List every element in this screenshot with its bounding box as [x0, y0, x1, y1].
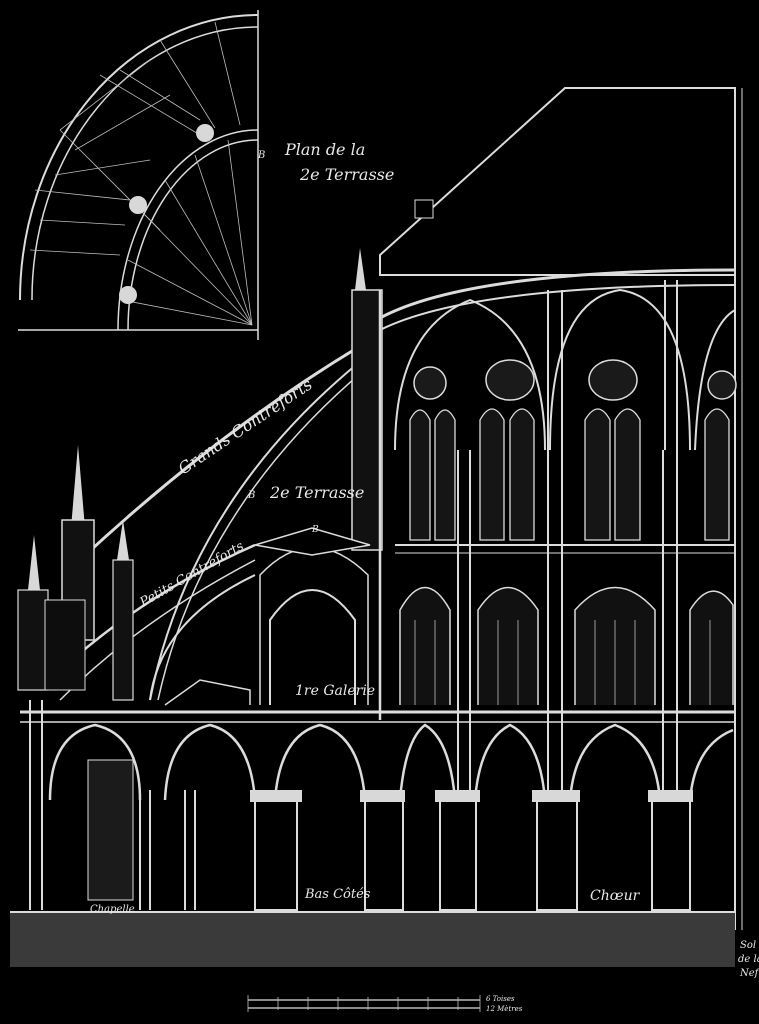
sol-label-line1: Sol [740, 940, 756, 951]
deuxieme-terrasse-label: 2e Terrasse [269, 483, 364, 502]
triforium [20, 527, 735, 723]
pinnacles [17, 248, 383, 701]
petits-contreforts-label: Petits Contreforts [137, 539, 247, 611]
roof [379, 87, 743, 930]
chapelle-label: Chapelle [90, 904, 135, 915]
terrace-plan [18, 10, 259, 340]
top-marker: B [311, 525, 319, 535]
plan-title-line1: Plan de la [284, 140, 365, 159]
terrasse-marker: B [247, 490, 255, 501]
plan-marker: B [257, 150, 265, 161]
premiere-galerie-label: 1re Galerie [295, 683, 375, 699]
ground [10, 911, 735, 967]
bas-cotes-label: Bas Côtés [304, 887, 371, 902]
scale-bar: 6 Toises 12 Mètres [247, 995, 523, 1013]
grands-contreforts-label: Grands Contreforts [175, 375, 316, 479]
sol-label-line2: de la [738, 954, 759, 965]
plan-title-line2: 2e Terrasse [299, 165, 394, 184]
scale-metres-label: 12 Mètres [486, 1005, 523, 1013]
clerestory [378, 280, 737, 790]
arcade [29, 700, 734, 911]
sol-label-line3: Nef [739, 968, 759, 979]
scale-toises-label: 6 Toises [486, 995, 515, 1003]
choeur-label: Chœur [590, 888, 641, 904]
